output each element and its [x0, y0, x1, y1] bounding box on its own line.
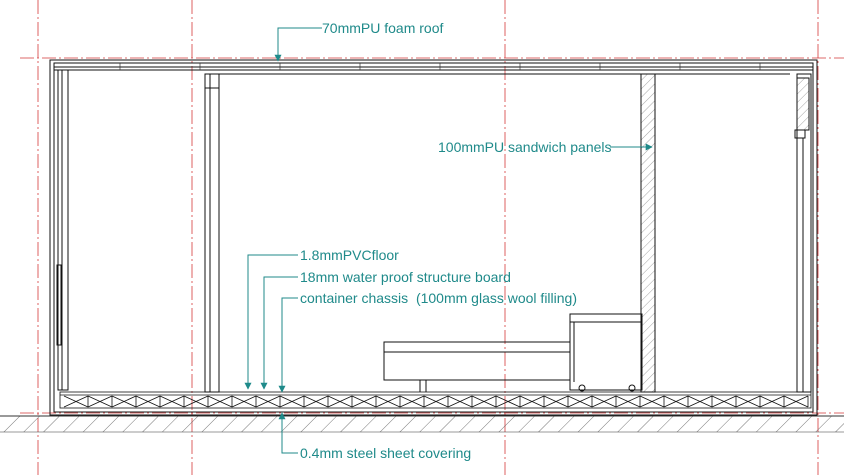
floor-joist-cell: [207, 395, 233, 408]
floor-joist-cell: [759, 395, 785, 408]
sandwich-panel-wall: [640, 73, 656, 393]
pvc-floor-leader: [244, 254, 298, 390]
label-steel-sheet: 0.4mm steel sheet covering: [300, 445, 471, 461]
floor-joist-cell: [255, 395, 281, 408]
floor-joist-cell: [783, 395, 809, 408]
floor-joist-cell: [423, 395, 449, 408]
floor-joist-cell: [447, 395, 473, 408]
floor-joist-cell: [591, 395, 617, 408]
annotations: 70mmPU foam roof 100mmPU sandwich panels…: [244, 20, 653, 461]
label-sandwich-panels: 100mmPU sandwich panels: [438, 139, 612, 155]
ground: [0, 415, 844, 433]
floor-joist-cell: [639, 395, 665, 408]
container-frame: [49, 59, 818, 416]
chassis-leader: [278, 297, 298, 393]
floor-joist-cell: [711, 395, 737, 408]
floor-joist-cell: [375, 395, 401, 408]
floor-joist-cell: [303, 395, 329, 408]
label-roof: 70mmPU foam roof: [322, 20, 443, 36]
floor-joist-cell: [279, 395, 305, 408]
floor-joist-cell: [159, 395, 185, 408]
floor-joist-cell: [615, 395, 641, 408]
floor-joist-cell: [351, 395, 377, 408]
floor-joist-cell: [735, 395, 761, 408]
board-leader: [260, 276, 298, 390]
floor-joist-cell: [663, 395, 689, 408]
floor-joist-cell: [471, 395, 497, 408]
floor-joist-cell: [495, 395, 521, 408]
floor-joist-cell: [543, 395, 569, 408]
grid-lines: [20, 0, 844, 475]
floor-joist-cell: [135, 395, 161, 408]
steel-sheet-leader: [278, 412, 298, 454]
label-structure-board: 18mm water proof structure board: [300, 269, 511, 285]
floor-joist-cell: [231, 395, 257, 408]
floor-joist-cell: [183, 395, 209, 408]
floor-joist-cell: [519, 395, 545, 408]
bed: [383, 313, 643, 392]
label-chassis: container chassis (100mm glass wool fill…: [300, 290, 577, 306]
floor-joist-cell: [87, 395, 113, 408]
floor-joist-cell: [111, 395, 137, 408]
floor-joist-cell: [567, 395, 593, 408]
floor-joist-cell: [327, 395, 353, 408]
label-pvc-floor: 1.8mmPVCfloor: [300, 247, 399, 263]
floor-joist-cell: [687, 395, 713, 408]
floor-structure: [59, 391, 812, 409]
roof-leader: [274, 27, 322, 62]
floor-joist-cell: [63, 395, 89, 408]
floor-joist-cell: [399, 395, 425, 408]
